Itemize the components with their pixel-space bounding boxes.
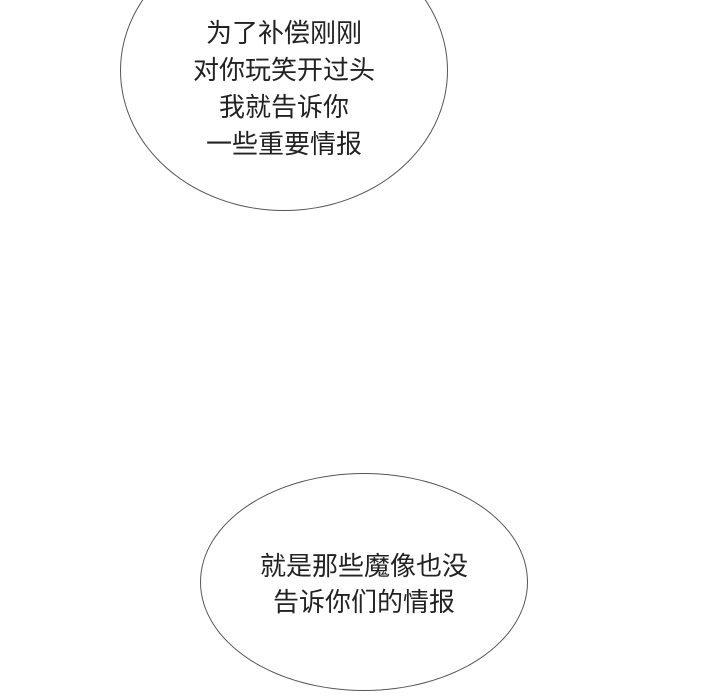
speech-bubble-top-text: 为了补偿刚刚 对你玩笑开过头 我就告诉你 一些重要情报 (120, 16, 448, 164)
speech-bubble-bottom (200, 473, 528, 691)
dialogue-line: 我就告诉你 (218, 93, 349, 123)
speech-bubble-bottom-text: 就是那些魔像也没 告诉你们的情报 (200, 549, 528, 621)
dialogue-line: 为了补偿刚刚 (205, 19, 362, 49)
dialogue-line: 告诉你们的情报 (272, 588, 455, 618)
dialogue-line: 一些重要情报 (205, 130, 362, 160)
dialogue-line: 就是那些魔像也没 (259, 552, 468, 582)
dialogue-line: 对你玩笑开过头 (192, 56, 375, 86)
